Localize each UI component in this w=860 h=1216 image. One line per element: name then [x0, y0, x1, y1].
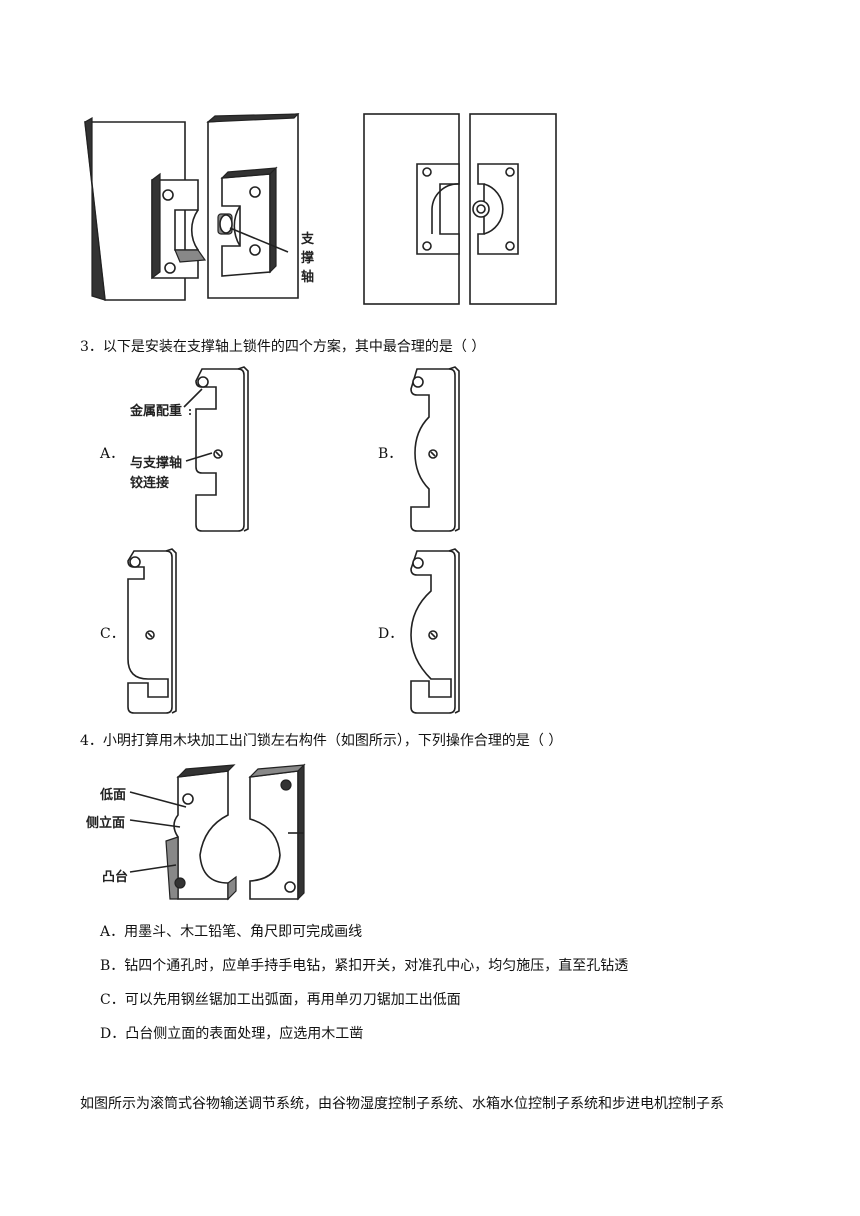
- q3-option-d-figure: [410, 548, 460, 714]
- question-3-stem: 3．以下是安装在支撑轴上锁件的四个方案，其中最合理的是（ ）: [80, 339, 486, 355]
- q3-option-a-figure: [189, 366, 249, 532]
- q4-option-a: A．用墨斗、木工铅笔、角尺即可完成画线: [100, 924, 363, 940]
- q3-callout-pivot-line1: 与支撑轴: [130, 456, 183, 471]
- top-figure: [80, 100, 560, 310]
- q4-option-c: C．可以先用钢丝锯加工出弧面，再用单刃刀锯加工出低面: [100, 992, 461, 1008]
- q4-option-d: D．凸台侧立面的表面处理，应选用木工凿: [100, 1026, 364, 1042]
- q3-callout-metal-weight: 金属配重: [130, 404, 183, 419]
- q3-callout-pivot-line2: 铰连接: [130, 476, 170, 491]
- door-lock-3d-illustration: [84, 113, 557, 305]
- next-question-intro: 如图所示为滚筒式谷物输送调节系统，由谷物湿度控制子系统、水箱水位控制子系统和步进…: [80, 1096, 724, 1112]
- q4-lock-parts-figure: [129, 763, 306, 901]
- q3-option-a-letter: A．: [100, 446, 125, 462]
- q4-callout-side-face: 侧立面: [86, 816, 126, 831]
- q3-option-a-leader-lines: [183, 388, 213, 462]
- q4-callout-boss: 凸台: [102, 870, 129, 885]
- question-4-stem: 4．小明打算用木块加工出门锁左右构件（如图所示），下列操作合理的是（ ）: [80, 733, 563, 749]
- q3-option-b-figure: [410, 366, 460, 532]
- support-axis-label: 支撑轴: [301, 232, 315, 285]
- q3-option-c-figure: [127, 548, 177, 714]
- q3-option-c-letter: C．: [100, 626, 125, 642]
- q3-option-b-letter: B．: [378, 446, 403, 462]
- q4-callout-bottom-face: 低面: [100, 788, 127, 803]
- q3-option-d-letter: D．: [378, 626, 404, 642]
- q4-option-b: B．钻四个通孔时，应单手持手电钻，紧扣开关，对准孔中心，均匀施压，直至孔钻透: [100, 958, 629, 974]
